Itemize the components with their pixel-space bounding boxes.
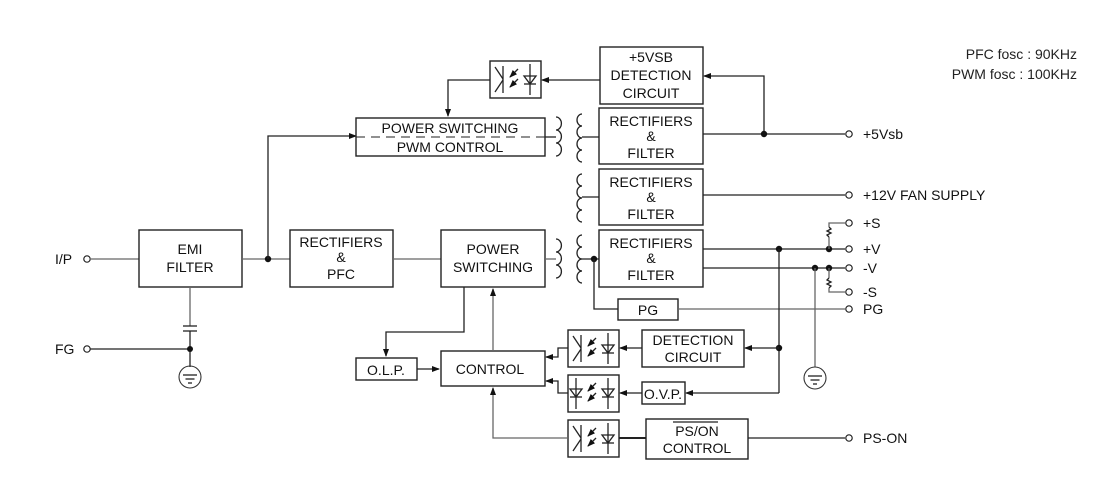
- vsb-detect-label-2: DETECTION: [611, 67, 692, 83]
- resistor-icon: [825, 226, 833, 238]
- olp-label: O.L.P.: [367, 362, 405, 378]
- minus-s-terminal: [845, 288, 853, 296]
- emi-label-2: FILTER: [166, 259, 213, 275]
- vsb-detect-label-1: +5VSB: [629, 49, 673, 65]
- wire-vsb-feedback: [703, 73, 765, 134]
- optocoupler-icon: [567, 419, 620, 458]
- junction-dot: [187, 346, 193, 352]
- wire-sense-plus-out: [828, 222, 845, 227]
- pwm-frequency-note: PWM fosc : 100KHz: [952, 66, 1077, 82]
- rect-pfc-label-1: RECTIFIERS: [299, 234, 382, 250]
- 5vsb-terminal: [845, 130, 853, 138]
- plus-s-terminal: [845, 219, 853, 227]
- 5vsb-terminal-label: +5Vsb: [863, 126, 903, 142]
- plus-s-terminal-label: +S: [863, 215, 881, 231]
- rect3-label-1: RECTIFIERS: [609, 235, 692, 251]
- pg-terminal: [845, 305, 853, 313]
- ip-terminal: [83, 255, 91, 263]
- fg-terminal-label: FG: [55, 341, 74, 357]
- pwm-control-block: POWER SWITCHING PWM CONTROL: [355, 117, 546, 157]
- pwm-label-1: POWER SWITCHING: [382, 120, 519, 136]
- plus-v-terminal: [845, 245, 853, 253]
- rect2-label-3: FILTER: [627, 206, 674, 222]
- detection-label-1: DETECTION: [653, 332, 734, 348]
- rect2-label-1: RECTIFIERS: [609, 174, 692, 190]
- wire-xfmr-pg: [593, 259, 618, 310]
- wire-to-pwm: [267, 133, 357, 259]
- earth-ground-icon: [803, 366, 827, 390]
- plus-v-terminal-label: +V: [863, 241, 881, 257]
- wire-switching-olp: [383, 287, 465, 357]
- wire-opto-control-1: [545, 347, 568, 360]
- transformer-secondary-icon: [576, 173, 583, 223]
- optocoupler-icon: [489, 60, 542, 99]
- power-switching-block: POWER SWITCHING: [440, 229, 546, 288]
- rect1-label-1: RECTIFIERS: [609, 113, 692, 129]
- earth-ground-icon: [178, 365, 202, 389]
- resistor-icon: [825, 277, 833, 289]
- minus-v-terminal: [845, 264, 853, 272]
- olp-block: O.L.P.: [355, 357, 418, 381]
- rect1-label-2: &: [646, 128, 656, 144]
- wire-opto-control-3: [490, 387, 568, 439]
- ovp-label: O.V.P.: [644, 386, 682, 402]
- wire-opto-pwm: [445, 79, 490, 117]
- rect1-label-3: FILTER: [627, 145, 674, 161]
- pfc-frequency-note: PFC fosc : 90KHz: [966, 46, 1077, 62]
- minus-v-terminal-label: -V: [863, 260, 878, 276]
- optocoupler-icon: [567, 329, 620, 368]
- control-block: CONTROL: [440, 350, 546, 387]
- ovp-block: O.V.P.: [641, 381, 686, 405]
- fg-terminal: [83, 345, 91, 353]
- transformer-icon: [555, 113, 583, 163]
- power-switching-label-2: SWITCHING: [453, 259, 533, 275]
- pson-terminal-label: PS-ON: [863, 430, 907, 446]
- pson-terminal: [845, 434, 853, 442]
- rect2-label-2: &: [646, 189, 656, 205]
- ip-terminal-label: I/P: [55, 251, 72, 267]
- emi-filter-block: EMI FILTER: [138, 229, 243, 288]
- emi-label-1: EMI: [178, 241, 203, 257]
- pson-label-2: CONTROL: [663, 440, 732, 456]
- rectifiers-pfc-block: RECTIFIERS & PFC: [289, 229, 394, 288]
- 5vsb-detection-block: +5VSB DETECTION CIRCUIT: [599, 46, 704, 105]
- pg-block: PG: [617, 298, 679, 321]
- rectifiers-filter-main-block: RECTIFIERS & FILTER: [598, 229, 704, 288]
- power-switching-label-1: POWER: [467, 241, 520, 257]
- pg-terminal-label: PG: [863, 301, 883, 317]
- optocoupler-icon: [567, 374, 620, 413]
- rect-pfc-label-2: &: [336, 249, 346, 265]
- junction-dot: [760, 130, 768, 138]
- rect3-label-3: FILTER: [627, 267, 674, 283]
- pg-label: PG: [638, 302, 658, 318]
- wire-sense-minus-out: [828, 288, 845, 293]
- pson-label-1: PS/ON: [675, 423, 719, 439]
- rectifiers-filter-fan-block: RECTIFIERS & FILTER: [598, 168, 704, 226]
- detection-label-2: CIRCUIT: [665, 349, 722, 365]
- rectifiers-filter-5vsb-block: RECTIFIERS & FILTER: [598, 107, 704, 165]
- fan-terminal: [845, 191, 853, 199]
- fan-terminal-label: +12V FAN SUPPLY: [863, 187, 986, 203]
- detection-circuit-block: DETECTION CIRCUIT: [641, 329, 745, 368]
- rect3-label-2: &: [646, 250, 656, 266]
- rect-pfc-label-3: PFC: [327, 266, 355, 282]
- capacitor-icon: [183, 325, 197, 332]
- control-label: CONTROL: [456, 361, 525, 377]
- vsb-detect-label-3: CIRCUIT: [623, 85, 680, 101]
- pwm-label-2: PWM CONTROL: [397, 139, 504, 155]
- wire-opto-control-2: [545, 378, 568, 394]
- main-transformer-icon: [555, 234, 583, 284]
- pson-control-block: PS/ON CONTROL: [645, 418, 749, 460]
- minus-s-terminal-label: -S: [863, 284, 877, 300]
